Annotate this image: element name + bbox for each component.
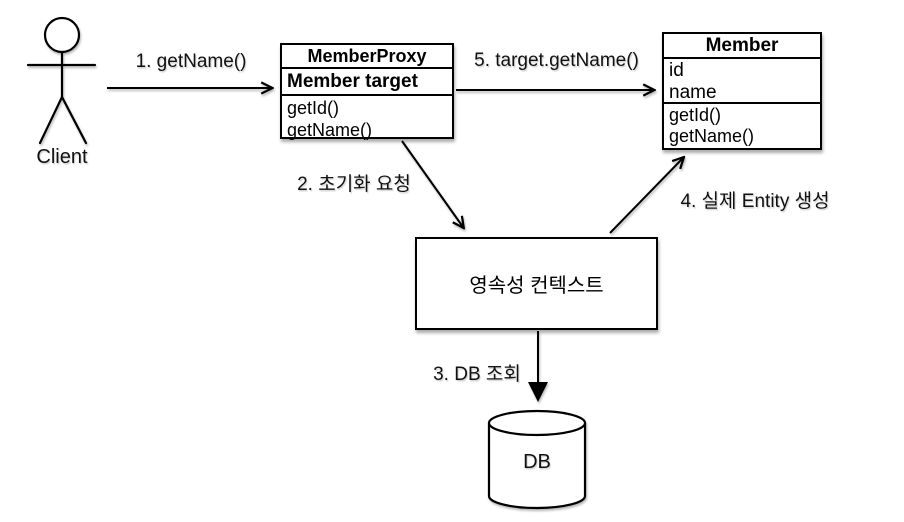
client-actor-icon xyxy=(26,16,97,145)
step2-label: 2. 초기화 요청 xyxy=(297,174,411,195)
proxy-class-box: MemberProxy Member target getId() getNam… xyxy=(280,43,454,141)
step5-label: 5. target.getName() xyxy=(474,50,639,71)
proxy-class-methods: getId() getName() xyxy=(282,96,452,141)
member-class-fields: id name xyxy=(664,59,820,104)
member-method-getid: getId() xyxy=(669,105,722,125)
member-class-methods: getId() getName() xyxy=(664,104,820,147)
step3-label: 3. DB 조회 xyxy=(433,364,521,385)
database-cylinder-icon xyxy=(487,409,587,510)
member-class-title: Member xyxy=(664,34,820,59)
arrow-step2-init-request xyxy=(401,140,463,227)
persistence-context-box: 영속성 컨텍스트 xyxy=(415,237,658,330)
database-label: DB xyxy=(523,451,551,473)
member-class-box: Member id name getId() getName() xyxy=(662,32,822,150)
proxy-class-title: MemberProxy xyxy=(282,45,452,69)
step4-label: 4. 실제 Entity 생성 xyxy=(680,191,830,212)
persistence-context-label: 영속성 컨텍스트 xyxy=(469,275,604,297)
member-method-getname: getName() xyxy=(669,126,755,146)
member-field-name: name xyxy=(669,82,717,103)
client-actor-label: Client xyxy=(36,146,88,168)
proxy-method-getname: getName() xyxy=(287,120,373,140)
proxy-class-field: Member target xyxy=(282,69,452,96)
member-field-id: id xyxy=(669,60,684,81)
step1-label: 1. getName() xyxy=(135,51,247,72)
proxy-method-getid: getId() xyxy=(287,98,340,118)
arrow-step4-create-entity xyxy=(609,158,683,234)
